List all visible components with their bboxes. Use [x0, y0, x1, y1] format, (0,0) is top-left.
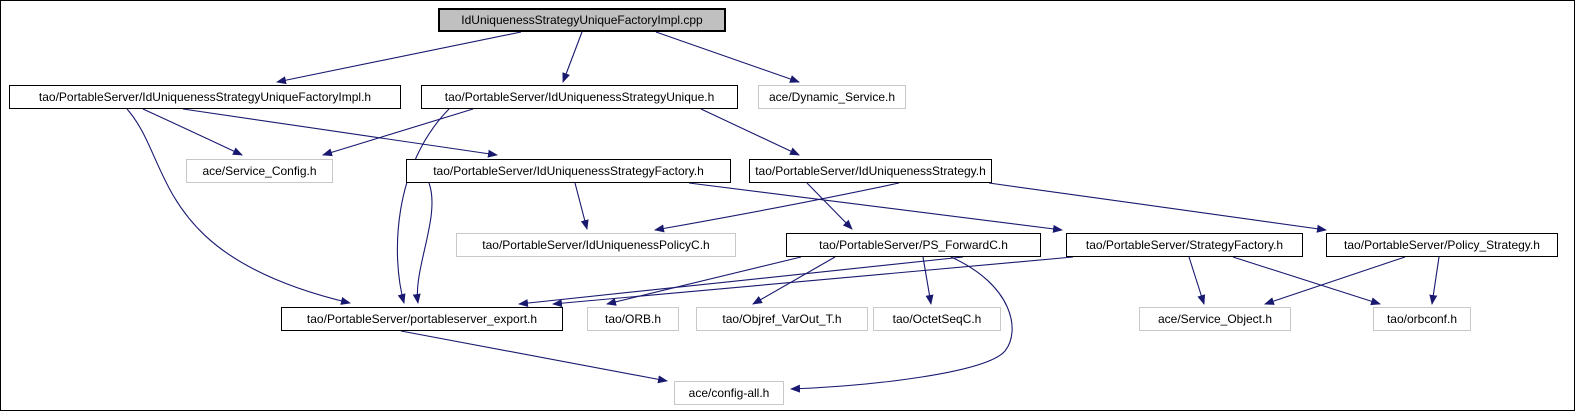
node-portableserver-export-h[interactable]: tao/PortableServer/portableserver_export… — [281, 307, 563, 331]
edge-cpp-to-strategyunique — [562, 31, 583, 83]
node-octetseqc-h[interactable]: tao/OctetSeqC.h — [873, 307, 1001, 331]
edge-psforwardc-to-objref — [752, 256, 836, 305]
node-ps-forwardc-h[interactable]: tao/PortableServer/PS_ForwardC.h — [786, 233, 1041, 257]
edge-strategyunique-to-service-config — [322, 108, 474, 157]
edge-idufactory-to-strategyfactory — [688, 182, 1063, 233]
edge-strategyfactory-to-export — [552, 256, 1074, 308]
edge-idufactory-to-export — [412, 182, 433, 304]
edge-factoryimpl-to-idufactory — [182, 108, 498, 158]
edge-strategyunique-to-strategy — [700, 108, 800, 156]
edge-export-to-configall — [400, 330, 668, 384]
node-orb-h[interactable]: tao/ORB.h — [587, 307, 679, 331]
node-idustrategyfactory-h[interactable]: tao/PortableServer/IdUniquenessStrategyF… — [406, 159, 731, 183]
edge-psforwardc-to-configall — [790, 256, 1013, 393]
edge-strategy-to-policystrategy — [988, 182, 1327, 233]
node-idustrategy-h[interactable]: tao/PortableServer/IdUniquenessStrategy.… — [749, 159, 992, 183]
node-orbconf-h[interactable]: tao/orbconf.h — [1373, 307, 1471, 331]
edge-strategyunique-to-export — [396, 108, 450, 304]
node-factoryimpl-h[interactable]: tao/PortableServer/IdUniquenessStrategyU… — [9, 85, 401, 109]
node-strategyunique-h[interactable]: tao/PortableServer/IdUniquenessStrategyU… — [421, 85, 738, 109]
edge-cpp-to-dynamic-service — [655, 31, 800, 83]
edge-strategyfactory-to-orbconf — [1232, 256, 1381, 306]
edge-policystrategy-to-serviceobject — [1264, 256, 1406, 305]
edge-factoryimpl-to-export — [126, 108, 351, 305]
edge-cpp-to-factoryimpl — [276, 31, 522, 85]
node-service-object-h[interactable]: ace/Service_Object.h — [1139, 307, 1291, 331]
edge-strategy-to-policyc — [654, 182, 900, 233]
node-dynamic-service-h[interactable]: ace/Dynamic_Service.h — [758, 85, 906, 109]
edge-strategyfactory-to-serviceobject — [1188, 256, 1206, 305]
node-policy-strategy-h[interactable]: tao/PortableServer/Policy_Strategy.h — [1326, 233, 1558, 257]
node-cpp[interactable]: IdUniquenessStrategyUniqueFactoryImpl.cp… — [438, 8, 726, 32]
edge-factoryimpl-to-service-config — [142, 108, 243, 156]
node-objref-varout-t-h[interactable]: tao/Objref_VarOut_T.h — [696, 307, 868, 331]
edge-psforwardc-to-octetseqc — [922, 256, 934, 305]
node-config-all-h[interactable]: ace/config-all.h — [674, 381, 784, 405]
node-service-config-h[interactable]: ace/Service_Config.h — [186, 159, 333, 183]
edge-strategy-to-psforwardc — [806, 182, 853, 230]
node-strategyfactory-h[interactable]: tao/PortableServer/StrategyFactory.h — [1066, 233, 1303, 257]
node-idupolicyc-h[interactable]: tao/PortableServer/IdUniquenessPolicyC.h — [456, 233, 736, 257]
edge-policystrategy-to-orbconf — [1429, 256, 1440, 305]
edge-psforwardc-to-export — [518, 256, 964, 308]
edge-idufactory-to-policyc — [574, 182, 589, 230]
